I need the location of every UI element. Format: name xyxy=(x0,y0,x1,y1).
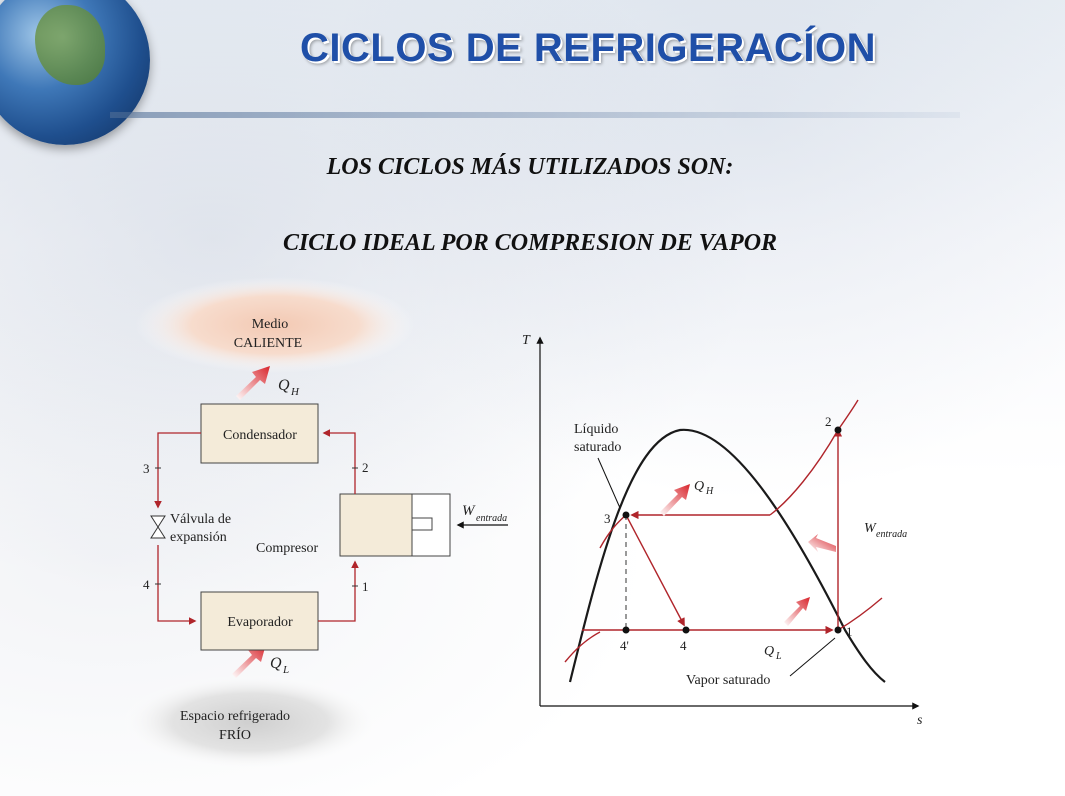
condenser-label: Condensador xyxy=(223,428,297,443)
valve-label-1: Válvula de xyxy=(170,512,231,527)
sat-liquid-label-1: Líquido xyxy=(574,422,618,437)
qh-label: Q xyxy=(278,377,290,394)
ts-ql-label: Q xyxy=(764,644,774,659)
t-axis-label: T xyxy=(522,333,531,348)
slide-subtitle-1: LOS CICLOS MÁS UTILIZADOS SON: xyxy=(326,154,734,180)
ql-subscript: L xyxy=(282,664,289,676)
ts-work-label: W xyxy=(864,521,877,536)
evaporator-label: Evaporador xyxy=(227,615,293,630)
ts-diagram: T s 2 3 xyxy=(522,333,923,728)
cold-space-cloud xyxy=(120,674,380,770)
compressor-shaft xyxy=(411,517,433,531)
ts-point-2-label: 2 xyxy=(825,414,832,429)
valve-label-2: expansión xyxy=(170,530,227,545)
qh-subscript: H xyxy=(290,386,300,398)
title-underline xyxy=(110,112,960,118)
schematic-point-4: 4 xyxy=(143,577,150,592)
ts-qh-label: Q xyxy=(694,479,704,494)
condenser-box xyxy=(200,403,319,464)
schematic-point-3: 3 xyxy=(143,461,150,476)
ts-ql-subscript: L xyxy=(775,651,782,662)
cold-space-label-1: Espacio refrigerado xyxy=(180,709,290,724)
hot-medium-cloud xyxy=(135,277,415,373)
ts-point-1-label: 1 xyxy=(846,624,853,639)
hot-medium-label-1: Medio xyxy=(252,317,289,332)
ts-point-4-marker xyxy=(682,626,690,634)
ts-point-3-label: 3 xyxy=(604,511,611,526)
ts-qh-heat-arrow xyxy=(660,484,690,516)
ql-heat-arrow xyxy=(232,644,266,678)
ts-point-3-marker xyxy=(622,511,630,519)
qh-heat-arrow xyxy=(236,366,270,400)
refrigeration-schematic: Medio CALIENTE Espacio refrigerado FRÍO … xyxy=(120,277,508,770)
sat-vapor-leader xyxy=(789,637,836,677)
work-subscript: entrada xyxy=(476,513,507,524)
evaporator-box xyxy=(200,591,319,651)
ts-point-1-marker xyxy=(834,626,842,634)
compressor-label: Compresor xyxy=(256,541,319,556)
slide-subtitle-2: CICLO IDEAL POR COMPRESION DE VAPOR xyxy=(282,230,778,256)
ql-label: Q xyxy=(270,655,282,672)
ts-qh-subscript: H xyxy=(705,486,714,497)
slide-title: CICLOS DE REFRIGERACÍON xyxy=(300,26,876,70)
ts-point-4p-label: 4' xyxy=(620,638,629,653)
sat-liquid-leader xyxy=(597,457,621,509)
cold-space-label-2: FRÍO xyxy=(219,726,251,743)
ts-work-arrow xyxy=(808,534,836,552)
ts-point-4p-marker xyxy=(622,626,630,634)
work-label: W xyxy=(462,503,476,519)
s-axis-label: s xyxy=(917,713,923,728)
saturation-dome xyxy=(568,428,886,683)
ts-ql-heat-arrow xyxy=(784,597,810,626)
hot-medium-label-2: CALIENTE xyxy=(234,336,302,351)
refrigerant-loop xyxy=(154,429,359,625)
schematic-point-2: 2 xyxy=(362,460,369,475)
ts-point-4-label: 4 xyxy=(680,638,687,653)
expansion-valve-icon xyxy=(150,515,166,528)
compressor-box xyxy=(339,493,413,557)
schematic-point-1: 1 xyxy=(362,579,369,594)
cycle-path xyxy=(564,399,883,663)
ts-work-subscript: entrada xyxy=(876,529,907,540)
ts-point-2-marker xyxy=(834,426,842,434)
sat-liquid-label-2: saturado xyxy=(574,440,621,455)
sat-vapor-label: Vapor saturado xyxy=(686,673,770,688)
